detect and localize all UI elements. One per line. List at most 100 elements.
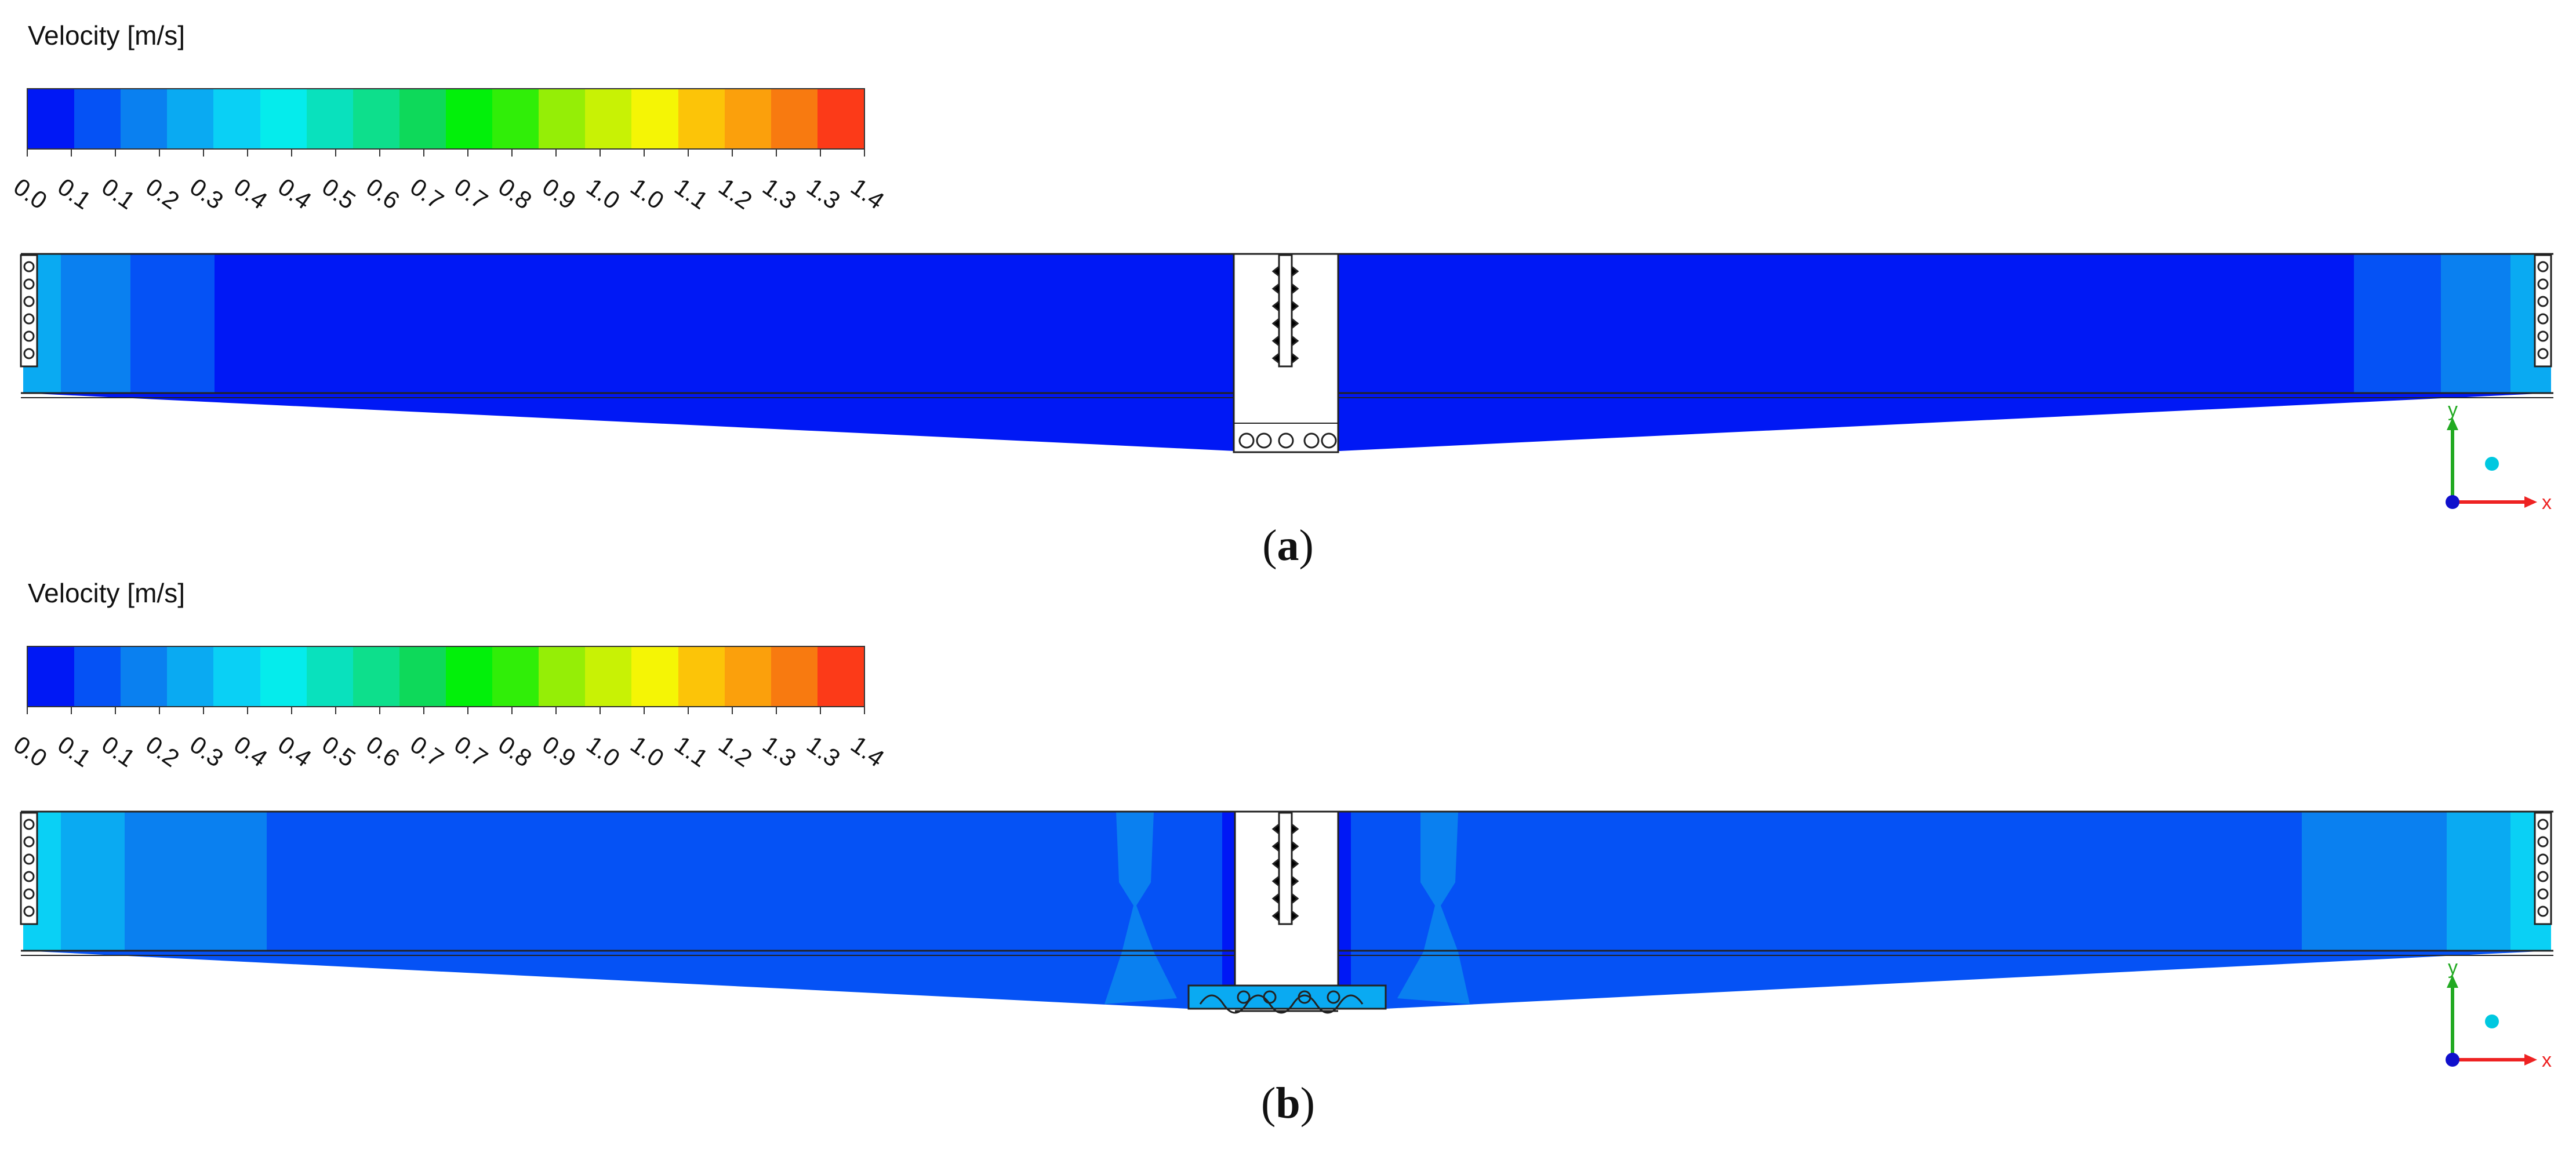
velocity-colorbar — [27, 646, 865, 707]
colorbar-swatch — [306, 647, 353, 706]
colorbar-tick — [335, 150, 336, 157]
colorbar-tick — [820, 707, 821, 714]
colorbar-swatch — [771, 647, 818, 706]
colorbar-tick — [511, 150, 513, 157]
colorbar-swatch — [539, 647, 586, 706]
inlet-plate-left — [20, 812, 38, 925]
inlet-holes-left — [23, 261, 35, 359]
inlet-plate-right — [2534, 254, 2552, 368]
colorbar-swatch — [213, 647, 260, 706]
inlet-holes-right — [2537, 819, 2549, 917]
colorbar-swatch — [492, 89, 539, 148]
velocity-contour-plot: y x — [20, 810, 2553, 1071]
axis-x-label: x — [2542, 1049, 2552, 1071]
colorbar-tick — [159, 707, 160, 714]
colorbar-swatch — [399, 89, 446, 148]
colorbar-tick — [776, 150, 777, 157]
colorbar-swatch — [445, 89, 493, 148]
colorbar-tick — [247, 707, 248, 714]
colorbar-swatch — [167, 89, 214, 148]
colorbar-tick — [600, 150, 601, 157]
colorbar-tick — [115, 707, 116, 714]
jet-core-left — [1222, 812, 1235, 1009]
legend-title: Velocity [m/s] — [28, 578, 185, 608]
colorbar-tick — [644, 150, 645, 157]
colorbar-tick — [688, 707, 689, 714]
colorbar-tick — [203, 707, 204, 714]
colorbar-tick — [423, 707, 424, 714]
colorbar-tick — [820, 150, 821, 157]
colorbar-tick — [379, 150, 380, 157]
colorbar-swatch — [817, 647, 864, 706]
axis-x-label: x — [2542, 492, 2552, 514]
colorbar-tick — [511, 707, 513, 714]
colorbar-swatch — [399, 647, 446, 706]
inlet-holes-right — [2537, 261, 2549, 359]
colorbar-tick — [423, 150, 424, 157]
central-tube-fins — [1271, 823, 1299, 922]
colorbar-swatch — [306, 89, 353, 148]
colorbar-tick — [732, 150, 733, 157]
colorbar-swatch — [724, 647, 771, 706]
colorbar-tick — [247, 150, 248, 157]
colorbar-tick — [688, 150, 689, 157]
colorbar-tick — [71, 150, 72, 157]
distributor-holes — [1199, 990, 1364, 1014]
central-tube-fins — [1271, 266, 1299, 364]
velocity-colorbar — [27, 88, 865, 150]
axis-y-label: y — [2448, 957, 2458, 979]
colorbar-tick — [644, 707, 645, 714]
colorbar-tick — [27, 707, 28, 714]
inlet-plate-left — [20, 254, 38, 368]
central-tube — [1278, 812, 1293, 925]
colorbar-swatch — [724, 89, 771, 148]
colorbar-swatch — [678, 647, 725, 706]
colorbar-tick — [71, 707, 72, 714]
colorbar-swatch — [353, 647, 399, 706]
colorbar-tick — [467, 707, 468, 714]
colorbar-tick — [864, 707, 865, 714]
colorbar-swatch — [213, 89, 260, 148]
colorbar-swatch — [74, 647, 121, 706]
colorbar-tick — [159, 150, 160, 157]
colorbar-tick — [732, 707, 733, 714]
caption-letter: b — [1276, 1079, 1300, 1128]
colorbar-tick — [600, 707, 601, 714]
colorbar-swatch — [121, 89, 168, 148]
colorbar-tick — [291, 707, 292, 714]
central-tube — [1278, 254, 1293, 368]
colorbar-tick — [291, 150, 292, 157]
colorbar-swatch — [771, 89, 818, 148]
panel-caption: (b) — [1261, 1079, 1315, 1128]
distributor-box — [1187, 984, 1387, 1010]
colorbar-tick — [776, 707, 777, 714]
inlet-plate-right — [2534, 812, 2552, 925]
colorbar-swatch — [445, 647, 493, 706]
colorbar-swatch — [492, 647, 539, 706]
colorbar-swatch — [585, 89, 632, 148]
outlet-holes — [1238, 432, 1337, 449]
colorbar-swatch — [167, 647, 214, 706]
jet-core-right — [1338, 812, 1351, 1009]
colorbar-swatch — [260, 89, 307, 148]
colorbar-swatch — [74, 89, 121, 148]
colorbar-tick — [379, 707, 380, 714]
colorbar-swatch — [539, 89, 586, 148]
colorbar-swatch — [353, 89, 399, 148]
colorbar-tick — [203, 150, 204, 157]
colorbar-tick — [864, 150, 865, 157]
velocity-contour-plot: y x — [20, 253, 2553, 514]
colorbar-swatch — [585, 647, 632, 706]
colorbar-tick — [115, 150, 116, 157]
colorbar-swatch — [260, 647, 307, 706]
colorbar-tick — [27, 150, 28, 157]
axis-y-label: y — [2448, 399, 2458, 421]
colorbar-swatch — [28, 647, 75, 706]
inlet-holes-left — [23, 819, 35, 917]
colorbar-swatch — [28, 89, 75, 148]
panel-caption: (a) — [1262, 521, 1314, 570]
colorbar-swatch — [631, 647, 678, 706]
colorbar-tick — [467, 150, 468, 157]
